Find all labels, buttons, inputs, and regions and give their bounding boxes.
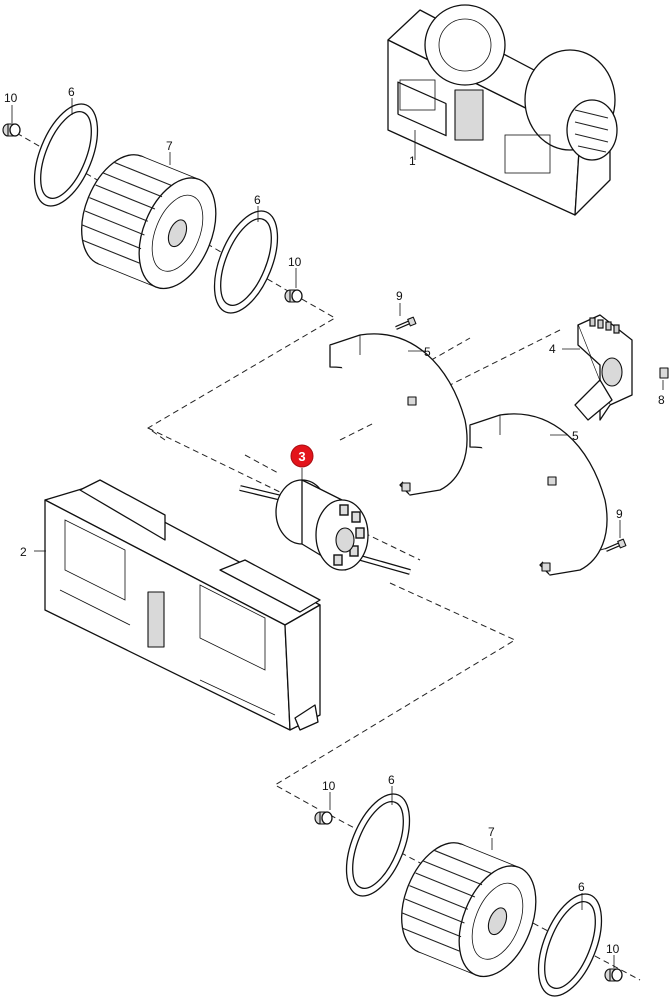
callout-10-top-right: 10 — [288, 255, 302, 269]
part-3-blower-motor — [239, 468, 411, 575]
callout-5-lower: 5 — [572, 429, 579, 443]
part-9-screw-upper — [394, 315, 418, 330]
part-5-scroll-housing-upper — [329, 333, 468, 496]
part-7-blower-wheel-bottom — [386, 830, 552, 989]
part-7-blower-wheel-top — [66, 142, 232, 301]
part-10-bushing-bottom-left — [314, 811, 333, 825]
callout-7-top: 7 — [166, 139, 173, 153]
part-9-screw-lower — [604, 537, 628, 552]
part-10-bushing-bottom-right — [604, 968, 623, 982]
callout-6-bottom-left: 6 — [388, 773, 395, 787]
callout-6-top-left: 6 — [68, 85, 75, 99]
part-4-resistor-bracket — [562, 314, 633, 421]
callout-9-lower: 9 — [616, 507, 623, 521]
part-10-bushing-top-right — [284, 289, 303, 303]
part-2-housing-plate — [34, 479, 321, 731]
part-8-clip — [659, 367, 669, 390]
highlighted-callout-3-badge[interactable]: 3 — [290, 444, 314, 468]
callout-10-bottom-right: 10 — [606, 942, 620, 956]
callout-10-bottom-left: 10 — [322, 779, 336, 793]
part-10-bushing-top-left — [2, 123, 21, 137]
callout-4: 4 — [549, 342, 556, 356]
callout-1: 1 — [409, 154, 416, 168]
callout-2: 2 — [20, 545, 27, 559]
callout-10-top-left: 10 — [4, 91, 18, 105]
part-5-scroll-housing-lower — [469, 413, 608, 576]
callout-9-upper: 9 — [396, 289, 403, 303]
callout-3-label: 3 — [298, 449, 305, 464]
callout-7-bottom: 7 — [488, 825, 495, 839]
callout-6-bottom-right: 6 — [578, 880, 585, 894]
part-1-blower-assembly — [387, 4, 618, 216]
part-6-seal-ring-bottom-right — [525, 884, 615, 1000]
callout-8: 8 — [658, 393, 665, 407]
callout-6-top-right: 6 — [254, 193, 261, 207]
callout-5-upper: 5 — [424, 345, 431, 359]
